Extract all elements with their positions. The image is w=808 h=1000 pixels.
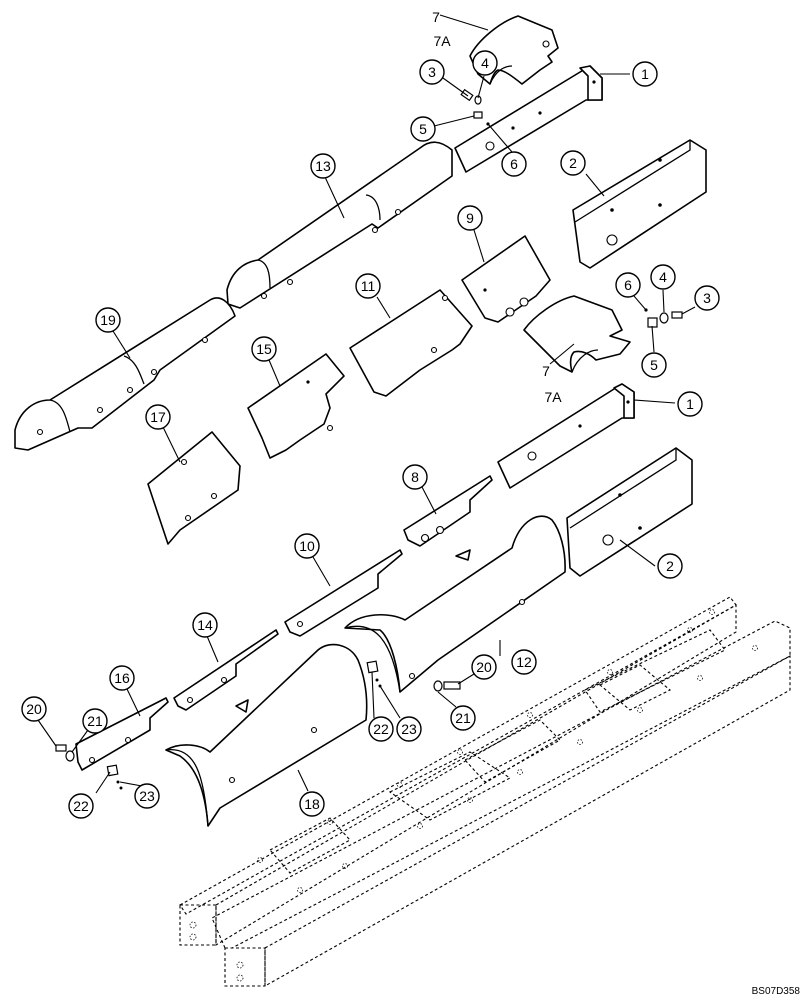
label-7A-upper: 7A [433, 33, 451, 49]
drawing-code: BS07D358 [752, 986, 801, 997]
svg-text:10: 10 [299, 538, 315, 554]
callout-22-left: 22 [68, 793, 94, 819]
callout-2-lower: 2 [657, 553, 683, 579]
svg-text:3: 3 [428, 64, 436, 80]
svg-text:12: 12 [516, 654, 532, 670]
svg-text:6: 6 [510, 156, 518, 172]
free-labels: 7 7A 7 7A [432, 9, 562, 405]
plate-15 [247, 353, 345, 459]
callout-23-right: 23 [396, 716, 422, 742]
shield-13 [226, 141, 453, 309]
shield-12 [344, 515, 566, 693]
callout-18: 18 [299, 791, 325, 817]
callout-8: 8 [402, 464, 428, 490]
svg-text:13: 13 [315, 158, 331, 174]
svg-text:2: 2 [569, 155, 577, 171]
svg-text:15: 15 [256, 341, 272, 357]
strip-8 [403, 475, 493, 547]
callout-9: 9 [457, 205, 483, 231]
svg-text:20: 20 [26, 701, 42, 717]
svg-text:11: 11 [361, 278, 376, 294]
label-7A-lower: 7A [544, 389, 562, 405]
plate-9 [461, 235, 551, 323]
leader-lines [37, 14, 696, 794]
callout-19: 19 [95, 307, 121, 333]
svg-text:19: 19 [100, 312, 116, 328]
callout-1-lower: 1 [677, 391, 703, 417]
svg-text:4: 4 [481, 55, 489, 71]
hardware-lower-right [366, 660, 461, 692]
bracket-1-lower [497, 383, 635, 489]
svg-text:1: 1 [641, 66, 649, 82]
callout-14: 14 [192, 612, 218, 638]
callout-12: 12 [511, 649, 537, 675]
plate-17 [147, 431, 241, 545]
callout-23-left: 23 [134, 783, 160, 809]
hardware-middle [644, 308, 683, 328]
svg-text:2: 2 [666, 558, 674, 574]
callout-3-lower: 3 [694, 285, 720, 311]
panel-2-lower [566, 447, 693, 577]
callout-2-upper: 2 [560, 150, 586, 176]
svg-text:14: 14 [197, 617, 213, 633]
svg-text:3: 3 [703, 290, 711, 306]
callout-3-upper: 3 [419, 59, 445, 85]
strip-10 [284, 549, 403, 637]
callout-6-lower: 6 [615, 272, 641, 298]
svg-text:9: 9 [466, 210, 474, 226]
callout-15: 15 [251, 336, 277, 362]
callout-22-right: 22 [368, 716, 394, 742]
callout-20-left: 20 [21, 696, 47, 722]
svg-text:5: 5 [419, 121, 427, 137]
frame-rails [179, 596, 791, 987]
svg-text:23: 23 [139, 788, 155, 804]
callout-1-upper: 1 [632, 61, 658, 87]
callout-21-right: 21 [450, 705, 476, 731]
svg-text:22: 22 [73, 798, 89, 814]
callout-balloons: 1 1 2 2 3 3 4 4 5 5 6 6 8 9 10 11 12 13 … [21, 50, 720, 819]
svg-text:8: 8 [411, 469, 419, 485]
callout-4-lower: 4 [650, 264, 676, 290]
callout-20-right: 20 [471, 654, 497, 680]
callout-16: 16 [109, 665, 135, 691]
label-7-upper: 7 [432, 9, 440, 25]
callout-4-upper: 4 [472, 50, 498, 76]
svg-text:22: 22 [373, 721, 389, 737]
callout-5-lower: 5 [641, 352, 667, 378]
callout-17: 17 [145, 404, 171, 430]
svg-text:6: 6 [624, 277, 632, 293]
svg-text:21: 21 [455, 710, 471, 726]
svg-text:16: 16 [114, 670, 130, 686]
hardware-lower-left [55, 744, 123, 790]
callout-6-upper: 6 [501, 151, 527, 177]
svg-text:23: 23 [401, 721, 417, 737]
callout-5-upper: 5 [410, 116, 436, 142]
shield-19 [14, 297, 236, 451]
svg-text:1: 1 [686, 396, 694, 412]
label-7-lower: 7 [542, 363, 550, 379]
strip-14 [173, 629, 279, 711]
cover-7-lower [523, 295, 631, 373]
strip-16 [75, 697, 169, 771]
plate-11 [349, 289, 473, 397]
svg-text:20: 20 [476, 659, 492, 675]
svg-text:17: 17 [150, 409, 166, 425]
callout-13: 13 [310, 153, 336, 179]
bracket-1-upper [454, 65, 603, 173]
svg-text:4: 4 [659, 269, 667, 285]
svg-text:21: 21 [87, 713, 103, 729]
svg-text:5: 5 [650, 357, 658, 373]
callout-21-left: 21 [82, 708, 108, 734]
panel-2-upper [572, 139, 707, 269]
hardware-upper [460, 88, 490, 126]
callout-10: 10 [294, 533, 320, 559]
callout-11: 11 [355, 273, 381, 299]
shield-18 [165, 643, 368, 827]
svg-text:18: 18 [304, 796, 320, 812]
